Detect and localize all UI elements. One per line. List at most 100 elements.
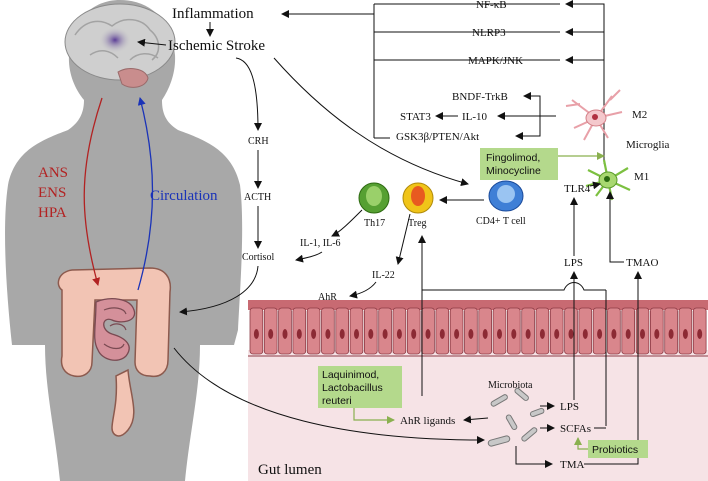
fingolimod-line2: Minocycline — [486, 165, 541, 177]
arrow-microbiota-tma — [515, 446, 553, 468]
label-m1: M1 — [634, 171, 649, 183]
treg-cell — [402, 182, 434, 214]
ans-arrow — [83, 97, 103, 286]
arrow-stroke-brain — [137, 38, 167, 47]
epithelial-nucleus — [411, 329, 417, 339]
label-nfkb: NF-κB — [476, 0, 507, 11]
epithelial-nucleus — [425, 329, 431, 339]
arrow-treg-il22 — [395, 213, 411, 265]
label-gsk: GSK3β/PTEN/Akt — [396, 131, 479, 143]
arrow-laquinimod-ahr — [353, 408, 395, 424]
arrow-cortisol-gut — [179, 265, 259, 316]
probiotics-label: Probiotics — [592, 444, 638, 456]
arrow-th17-il — [331, 209, 363, 237]
microbiota-bacteria — [487, 387, 545, 447]
epithelial-nucleus — [396, 329, 402, 339]
label-il10: IL-10 — [462, 111, 488, 123]
label-stat3: STAT3 — [400, 111, 431, 123]
circulation-arrow — [137, 97, 154, 291]
cd4-cell — [488, 180, 524, 212]
arrow-tmao-m1 — [606, 191, 624, 263]
arrow-microbiota-ahr — [463, 415, 489, 424]
label-bdnf: BNDF-TrkB — [452, 91, 508, 103]
label-inflammation: Inflammation — [172, 6, 254, 22]
label-ans: ANS — [38, 165, 68, 181]
label-tma: TMA — [560, 459, 585, 471]
label-scfas: SCFAs — [560, 423, 591, 435]
epithelial-nucleus — [668, 329, 674, 339]
epithelial-nucleus — [611, 329, 617, 339]
label-th17: Th17 — [364, 218, 385, 229]
line-scfa-top — [422, 282, 606, 291]
epithelial-nucleus — [468, 329, 474, 339]
label-microbiota: Microbiota — [488, 380, 533, 391]
epithelial-nucleus — [568, 329, 574, 339]
brain-folds — [74, 18, 160, 61]
label-m2: M2 — [632, 109, 647, 121]
epithelial-nucleus — [582, 329, 588, 339]
label-il1-il6: IL-1, IL-6 — [300, 238, 341, 249]
arrow-gsk — [515, 116, 541, 140]
epithelial-nucleus — [325, 329, 331, 339]
label-ahr: AhR — [318, 292, 337, 303]
epithelial-nucleus — [311, 329, 317, 339]
epithelial-nucleus — [697, 329, 703, 339]
epithelium — [249, 307, 707, 355]
laquinimod-line3: reuteri — [322, 395, 352, 407]
laquinimod-line1: Laquinimod, — [322, 369, 379, 381]
epithelial-nucleus — [525, 329, 531, 339]
brain-lesion — [99, 27, 131, 53]
arrow-stroke-cd4 — [273, 57, 469, 187]
epithelial-nucleus — [554, 329, 560, 339]
label-ahr-ligands: AhR ligands — [400, 415, 455, 427]
label-tmao: TMAO — [626, 257, 658, 269]
label-mapk: MAPK/JNK — [468, 55, 523, 67]
arrow-probiotics-scfas — [574, 437, 588, 450]
epithelial-nucleus — [354, 329, 359, 339]
epithelial-nucleus — [282, 329, 288, 339]
rectum — [111, 368, 135, 437]
epithelial-nucleus — [368, 329, 374, 339]
arrow-stroke-crh — [235, 57, 262, 131]
label-lps-bottom: LPS — [560, 401, 579, 413]
label-microglia: Microglia — [626, 139, 669, 151]
microglia-m1 — [585, 159, 631, 201]
large-intestine — [57, 267, 172, 378]
label-nlrp3: NLRP3 — [472, 27, 506, 39]
epithelial-nucleus — [511, 329, 517, 339]
label-gut-lumen: Gut lumen — [258, 462, 322, 478]
laquinimod-line2: Lactobacillus — [322, 382, 383, 394]
laquinimod-box — [318, 366, 402, 408]
fingolimod-line1: Fingolimod, — [486, 152, 540, 164]
label-cortisol: Cortisol — [242, 252, 274, 263]
arrow-tlr4-m1 — [589, 181, 601, 190]
epithelium-base — [248, 300, 708, 310]
epithelial-nucleus — [597, 329, 603, 339]
epithelial-nucleus — [296, 329, 302, 339]
epithelial-nucleus — [625, 329, 631, 339]
th17-cell — [358, 182, 390, 214]
epithelial-nucleus — [339, 329, 345, 339]
label-tlr4: TLR4 — [564, 183, 591, 195]
fingolimod-box — [480, 148, 558, 180]
intestine-loops — [103, 307, 127, 350]
epithelial-nucleus — [539, 329, 545, 339]
label-crh: CRH — [248, 136, 269, 147]
epithelial-nucleus — [454, 329, 460, 339]
label-ischemic-stroke: Ischemic Stroke — [168, 38, 265, 54]
label-acth: ACTH — [244, 192, 271, 203]
label-ens: ENS — [38, 185, 66, 201]
epithelial-nucleus — [439, 329, 445, 339]
arrow-gut-microbiota — [173, 347, 485, 444]
label-hpa: HPA — [38, 205, 67, 221]
epithelial-nucleus — [268, 329, 274, 339]
epithelial-nucleus — [682, 329, 688, 339]
epithelial-nucleus — [253, 329, 259, 339]
signaling-pathways: NF-κB NLRP3 MAPK/JNK BNDF-TrkB STAT3 IL-… — [281, 0, 605, 164]
epithelial-nucleus — [382, 329, 388, 339]
intestine — [57, 267, 172, 437]
epithelial-nucleus — [640, 329, 645, 339]
arrow-bdnf — [523, 92, 541, 116]
arrow-il22-ahr — [349, 281, 377, 299]
